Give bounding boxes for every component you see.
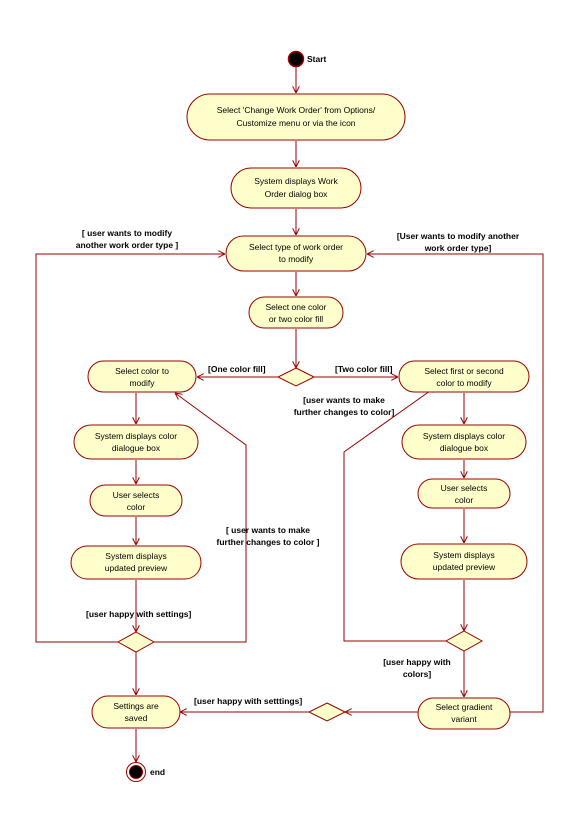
end-node-dot (129, 765, 143, 779)
activity-text: dialogue box (440, 443, 489, 453)
activity-settings-saved: Settings are saved (91, 695, 181, 729)
guard-two-color: [Two color fill] (335, 364, 393, 374)
activity-select-gradient: Select gradient variant (417, 697, 511, 730)
svg-text:[User wants to modify another: [User wants to modify another (397, 231, 520, 241)
activity-select-fill: Select one color or two color fill (248, 296, 344, 329)
decision-right-merge (444, 630, 484, 652)
svg-text:further changes to color ]: further changes to color ] (217, 537, 320, 547)
activity-text: Select gradient (436, 702, 493, 712)
activity-text: or two color fill (269, 314, 323, 324)
activity-text: System displays (433, 550, 494, 560)
svg-text:another work order type ]: another work order type ] (76, 240, 179, 250)
activity-preview-left: System displays updated preview (70, 545, 202, 580)
activity-text: Select one color (266, 302, 327, 312)
activity-text: to modify (279, 254, 314, 264)
svg-text:[user happy with: [user happy with (383, 657, 451, 667)
activity-sys-color-right: System displays color dialogue box (401, 424, 527, 460)
activity-text: Order dialog box (265, 189, 329, 199)
activity-text: Settings are (113, 701, 159, 711)
activity-text: Customize menu or via the icon (236, 118, 355, 128)
activity-text: dialogue box (112, 443, 161, 453)
activity-text: Select first or second (424, 366, 504, 376)
activity-text: updated preview (433, 562, 496, 572)
activity-system-displays-work-order: System displays Work Order dialog box (230, 167, 362, 209)
guard-happy-bottom: [user happy with setttings] (194, 696, 302, 706)
guard-happy-left: [user happy with settings] (86, 609, 191, 619)
svg-text:[user wants to make: [user wants to make (303, 395, 385, 405)
edge-loop-right-further-changes (343, 386, 446, 642)
guard-further-changes-left: [ user wants to make further changes to … (217, 525, 320, 547)
svg-text:further changes to color]: further changes to color] (294, 407, 395, 417)
guard-one-color: [One color fill] (208, 364, 266, 374)
activity-text: Select type of work order (249, 242, 343, 252)
start-node (287, 50, 305, 68)
edge-loop-left-to-type (35, 254, 225, 643)
activity-text: Select 'Change Work Order' from Options/ (217, 105, 376, 115)
activity-text: color (455, 495, 474, 505)
activity-sys-color-left: System displays color dialogue box (73, 424, 199, 460)
activity-text: variant (451, 714, 477, 724)
activity-text: modify (129, 378, 155, 388)
activity-text: updated preview (105, 563, 168, 573)
activity-text: User selects (113, 490, 160, 500)
activity-text: System displays color (95, 431, 177, 441)
decision-left-merge (116, 631, 156, 653)
activity-select-color-left: Select color to modify (87, 360, 197, 393)
edges (35, 67, 544, 762)
start-label: Start (307, 54, 327, 64)
svg-text:[ user wants to modify: [ user wants to modify (82, 228, 172, 238)
decision-fill-type (276, 367, 316, 387)
activity-select-color-right: Select first or second color to modify (398, 360, 530, 393)
activity-text: System displays (105, 551, 166, 561)
activity-text: Select color to (115, 366, 169, 376)
svg-text:[ user wants to make: [ user wants to make (226, 525, 310, 535)
svg-text:work order type]: work order type] (424, 243, 492, 253)
activity-preview-right: System displays updated preview (400, 543, 528, 580)
activity-text: color to modify (436, 378, 492, 388)
activity-user-selects-right: User selects color (417, 478, 511, 509)
activity-user-selects-left: User selects color (89, 484, 183, 517)
activity-select-change-work-order: Select 'Change Work Order' from Options/… (186, 93, 406, 141)
guard-further-changes-right: [user wants to make further changes to c… (294, 395, 395, 417)
edge-loop-right-to-type (367, 254, 544, 713)
guard-modify-another-right: [User wants to modify another work order… (397, 231, 520, 253)
guard-happy-colors: [user happy with colors] (383, 657, 451, 679)
activity-text: color (127, 502, 146, 512)
svg-text:colors]: colors] (403, 669, 432, 679)
activity-text: System displays color (423, 431, 505, 441)
activity-select-type: Select type of work order to modify (225, 235, 367, 272)
decision-bottom (307, 702, 347, 722)
activity-text: User selects (441, 483, 488, 493)
end-label: end (150, 767, 165, 777)
edge-loop-left-further-changes (154, 393, 247, 643)
guard-modify-another-left: [ user wants to modify another work orde… (76, 228, 179, 250)
activity-text: System displays Work (254, 176, 338, 186)
activity-text: saved (125, 713, 148, 723)
